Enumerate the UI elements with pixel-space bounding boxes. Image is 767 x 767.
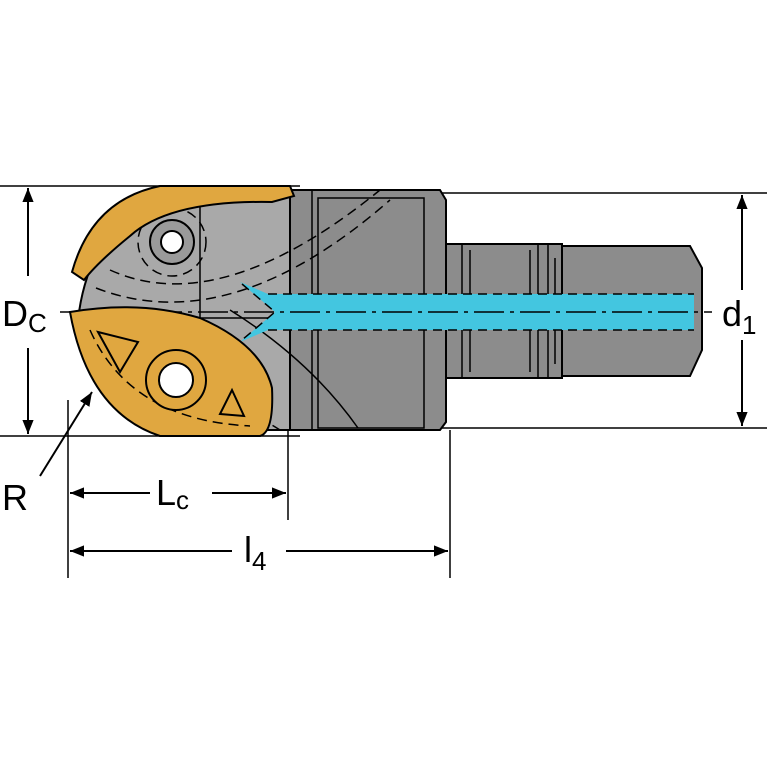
dc-label: DC	[2, 293, 47, 338]
r-leader	[39, 391, 93, 477]
lc-label: Lc	[156, 472, 189, 515]
r-label: R	[2, 477, 28, 518]
front-insert	[68, 306, 274, 437]
d1-label: d1	[722, 293, 757, 340]
dimension-lines	[22, 188, 748, 557]
top-insert	[70, 185, 296, 282]
l4-label: l4	[244, 529, 266, 576]
